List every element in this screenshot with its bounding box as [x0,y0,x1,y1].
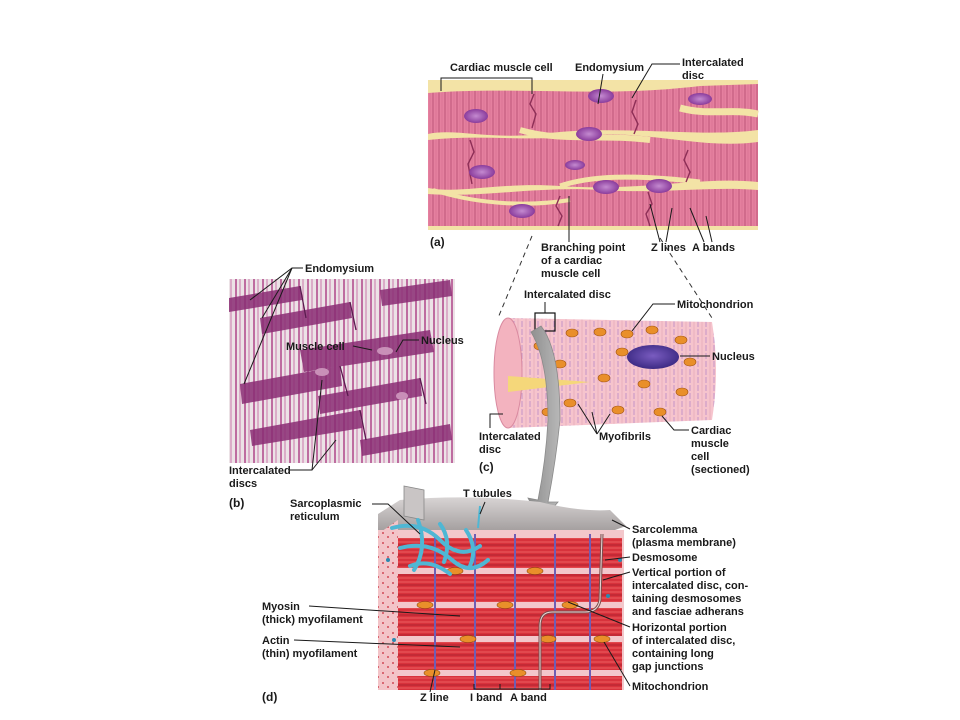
label-endomysium-b: Endomysium [305,263,374,275]
label-muscle-cell: Muscle cell [286,341,345,353]
label-intercalated-discs: Intercalated [229,465,291,477]
label-myosin: Myosin [262,601,300,613]
label-sarcolemma: Sarcolemma [632,524,698,536]
svg-text:discs: discs [229,478,257,490]
nucleus [588,89,614,103]
nucleus [646,179,672,193]
label-mitochondrion-c: Mitochondrion [677,299,754,311]
svg-text:disc: disc [682,70,704,82]
nucleus [627,345,679,369]
label-cardiac-muscle-cell-sectioned: Cardiac [691,425,731,437]
label-cardiac-muscle-cell: Cardiac muscle cell [450,62,553,74]
panel-d-illustration [378,485,626,690]
svg-text:taining desmosomes: taining desmosomes [632,593,741,605]
nucleus [464,109,488,123]
svg-text:gap junctions: gap junctions [632,661,704,673]
panel-d-letter: (d) [262,690,277,704]
myofibril [398,676,622,690]
label-intercalated-disc-bottom: Intercalated [479,431,541,443]
label-intercalated-disc: Intercalated [682,57,744,69]
nucleus [565,160,585,170]
panel-b-labels: Endomysium Muscle cell Nucleus Intercala… [229,263,464,510]
label-t-tubules: T tubules [463,488,512,500]
label-horizontal-portion: Horizontal portion [632,622,727,634]
svg-text:(plasma membrane): (plasma membrane) [632,537,736,549]
label-a-bands: A bands [692,242,735,254]
nucleus [688,93,712,105]
panel-d-labels: Sarcoplasmic reticulum T tubules Myosin … [262,488,748,704]
svg-text:(sectioned): (sectioned) [691,464,750,476]
panel-a-letter: (a) [430,235,445,249]
t-tubule [477,505,481,529]
svg-text:and fasciae adherans: and fasciae adherans [632,606,744,618]
label-mitochondrion-d: Mitochondrion [632,681,709,693]
label-z-lines: Z lines [651,242,686,254]
svg-text:cell: cell [691,451,709,463]
label-myofibrils: Myofibrils [599,431,651,443]
svg-text:muscle cell: muscle cell [541,268,600,280]
panel-a-labels: Cardiac muscle cell Endomysium Intercala… [430,57,744,319]
label-nucleus-c: Nucleus [712,351,755,363]
nucleus [576,127,602,141]
panel-c-letter: (c) [479,460,494,474]
muscle-cell-band [428,134,758,190]
label-z-line: Z line [420,692,449,704]
muscle-cell-band [428,84,758,136]
svg-text:muscle: muscle [691,438,729,450]
nucleus [593,180,619,194]
svg-text:of intercalated disc,: of intercalated disc, [632,635,735,647]
label-a-band: A band [510,692,547,704]
label-branching-point: Branching point [541,242,626,254]
svg-text:intercalated disc, con-: intercalated disc, con- [632,580,748,592]
sarcoplasmic-reticulum [390,518,490,576]
panel-b-micrograph [229,279,455,463]
label-nucleus-b: Nucleus [421,335,464,347]
label-sarcoplasmic-reticulum: Sarcoplasmic [290,498,362,510]
panel-c-labels: Intercalated disc Mitochondrion Nucleus … [479,289,755,476]
label-intercalated-disc-top: Intercalated disc [524,289,611,301]
label-actin: Actin [262,635,290,647]
nucleus [469,165,495,179]
svg-text:(thin) myofilament: (thin) myofilament [262,648,358,660]
svg-text:disc: disc [479,444,501,456]
muscle-cell-band [428,188,758,226]
svg-text:reticulum: reticulum [290,511,340,523]
label-endomysium: Endomysium [575,62,644,74]
label-vertical-portion: Vertical portion of [632,567,726,579]
nucleus [509,204,535,218]
svg-text:of a cardiac: of a cardiac [541,255,602,267]
svg-text:(thick) myofilament: (thick) myofilament [262,614,363,626]
panel-b-letter: (b) [229,496,244,510]
panel-a-illustration [428,80,759,230]
label-i-band: I band [470,692,502,704]
panel-c-illustration [493,312,716,429]
myofibril [398,574,622,602]
label-desmosome: Desmosome [632,552,697,564]
svg-text:containing long: containing long [632,648,714,660]
